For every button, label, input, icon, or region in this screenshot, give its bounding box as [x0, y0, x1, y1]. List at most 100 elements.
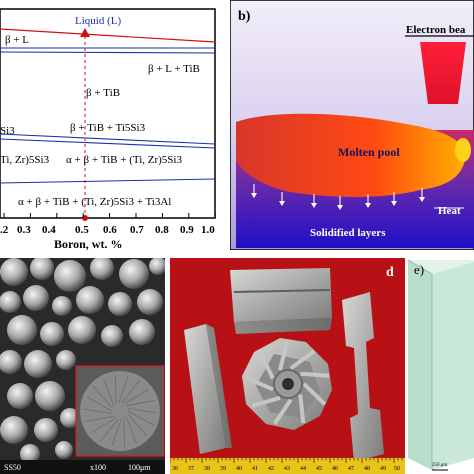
ruler-number: 42: [268, 466, 274, 472]
powder-particle: [0, 350, 22, 374]
powder-particle: [55, 441, 73, 459]
phase-label-beta-l-tib: β + L + TiB: [148, 63, 200, 75]
arrow-head-icon: [251, 193, 257, 198]
marker-arrow-icon: [80, 28, 90, 37]
inset-cross-section: [80, 371, 160, 451]
groove: [233, 289, 331, 293]
panel-e-3d-volume: e) 250 μm: [408, 258, 474, 474]
grain-boundary: [123, 388, 149, 405]
x-tick-label: 1.0: [201, 224, 215, 236]
powder-particle: [119, 259, 149, 289]
volume-side-face: [408, 260, 432, 470]
ruler-number: 48: [364, 466, 370, 472]
parts-photo-svg: 36 37 38 39 40 41 42 43 44 45 46 47 48 4…: [170, 258, 405, 474]
boundary-line: [0, 138, 216, 149]
sem-detector: SS50: [4, 463, 21, 472]
powder-particle: [0, 291, 21, 313]
ruler-tick-marks: [170, 458, 403, 463]
phase-label-alpha-beta-ti3al: α + β + TiB + (Ti, Zr)5Si3 + Ti3Al: [18, 196, 171, 208]
volume-top-face: [408, 260, 474, 274]
phase-diagram-svg: Liquid (L) β + L β + L + TiB β + TiB β +…: [0, 8, 216, 250]
grain-boundary: [127, 407, 157, 414]
phase-label-alpha-beta: α + β + TiB + (Ti, Zr)5Si3: [66, 154, 182, 166]
impeller-blade: [302, 382, 327, 406]
micrograph-svg: SS50 x100 100μm: [0, 258, 165, 474]
powder-particle: [23, 285, 49, 311]
powder-particle: [60, 408, 80, 428]
x-tick-label: 0.5: [75, 224, 89, 236]
arrow-head-icon: [311, 203, 317, 208]
electron-beam-shape: [420, 42, 466, 104]
boundary-line: [0, 51, 216, 54]
phase-label-liquid: Liquid (L): [75, 15, 121, 27]
x-tick-label: 0.3: [17, 224, 31, 236]
powder-particle: [137, 289, 163, 315]
panel-d-printed-parts: 36 37 38 39 40 41 42 43 44 45 46 47 48 4…: [170, 258, 405, 474]
ruler-number: 45: [316, 466, 322, 472]
panel-d-label: d: [386, 265, 394, 280]
powder-particle: [35, 381, 65, 411]
arrow-head-icon: [391, 201, 397, 206]
grain-boundary: [93, 386, 113, 409]
molten-pool-region: [236, 113, 466, 197]
sem-info-bar: [0, 460, 165, 474]
powder-particle: [101, 325, 123, 347]
x-tick-label: 0.6: [103, 224, 117, 236]
powder-particle: [68, 316, 96, 344]
ruler-number: 44: [300, 466, 306, 472]
ruler-number: 38: [204, 466, 210, 472]
grain-boundary: [127, 410, 154, 426]
x-axis: .2 0.3 0.4 0.5 0.6 0.7 0.8 0.9 1.0: [0, 213, 216, 236]
impeller-blade: [245, 375, 274, 392]
powder-particles: [0, 258, 165, 464]
volume-front-face: [432, 262, 474, 470]
powder-particle: [20, 444, 40, 464]
grooved-block: [230, 268, 332, 322]
ebm-schematic-svg: b) Electron bea Molten pool Heat Solidif…: [230, 0, 474, 250]
ruler-number: 36: [172, 466, 178, 472]
ruler-number: 41: [252, 466, 258, 472]
x-tick-label: 0.9: [180, 224, 194, 236]
powder-particle: [76, 286, 104, 314]
heat-flow-arrows: [251, 184, 464, 210]
arrow-head-icon: [419, 197, 425, 202]
x-tick-label: 0.4: [42, 224, 56, 236]
solidified-layers-label: Solidified layers: [310, 227, 386, 239]
impeller-blade: [300, 371, 330, 378]
powder-particle: [7, 315, 37, 345]
tensile-specimen: [342, 292, 384, 462]
rectangular-bar-side: [206, 324, 232, 448]
ruler-number: 39: [220, 466, 226, 472]
phase-label-beta-l: β + L: [5, 34, 29, 46]
impeller-blade: [278, 341, 289, 371]
ruler-number: 46: [332, 466, 338, 472]
ruler-number: 49: [380, 466, 386, 472]
grain-boundary: [127, 413, 147, 436]
phase-label-beta-tib-ti5si3: β + TiB + Ti5Si3: [70, 122, 146, 134]
powder-particle: [24, 350, 52, 378]
powder-particle: [129, 319, 155, 345]
powder-particle: [52, 296, 72, 316]
arrow-head-icon: [279, 201, 285, 206]
liquidus-line: [0, 28, 216, 43]
rectangular-bar: [184, 324, 226, 454]
ruler-number: 40: [236, 466, 242, 472]
panel-b-label: b): [238, 9, 251, 24]
powder-particle: [30, 258, 54, 280]
grain-boundary: [121, 380, 140, 404]
grain-boundary: [100, 418, 119, 442]
ruler-number: 43: [284, 466, 290, 472]
electron-beam-label: Electron bea: [406, 24, 466, 36]
heat-label: Heat: [438, 205, 461, 217]
grain-boundary: [126, 400, 155, 407]
boundary-line: [0, 133, 216, 145]
x-axis-title: Boron, wt. %: [54, 237, 122, 250]
powder-particle: [7, 383, 33, 409]
powder-particle: [0, 258, 28, 286]
powder-particle: [40, 322, 64, 346]
panel-e-label: e): [414, 262, 424, 277]
sem-scale: 100μm: [128, 463, 151, 472]
impeller-blade: [251, 395, 281, 408]
molten-pool-label: Molten pool: [338, 145, 400, 159]
grain-boundary: [86, 396, 113, 412]
